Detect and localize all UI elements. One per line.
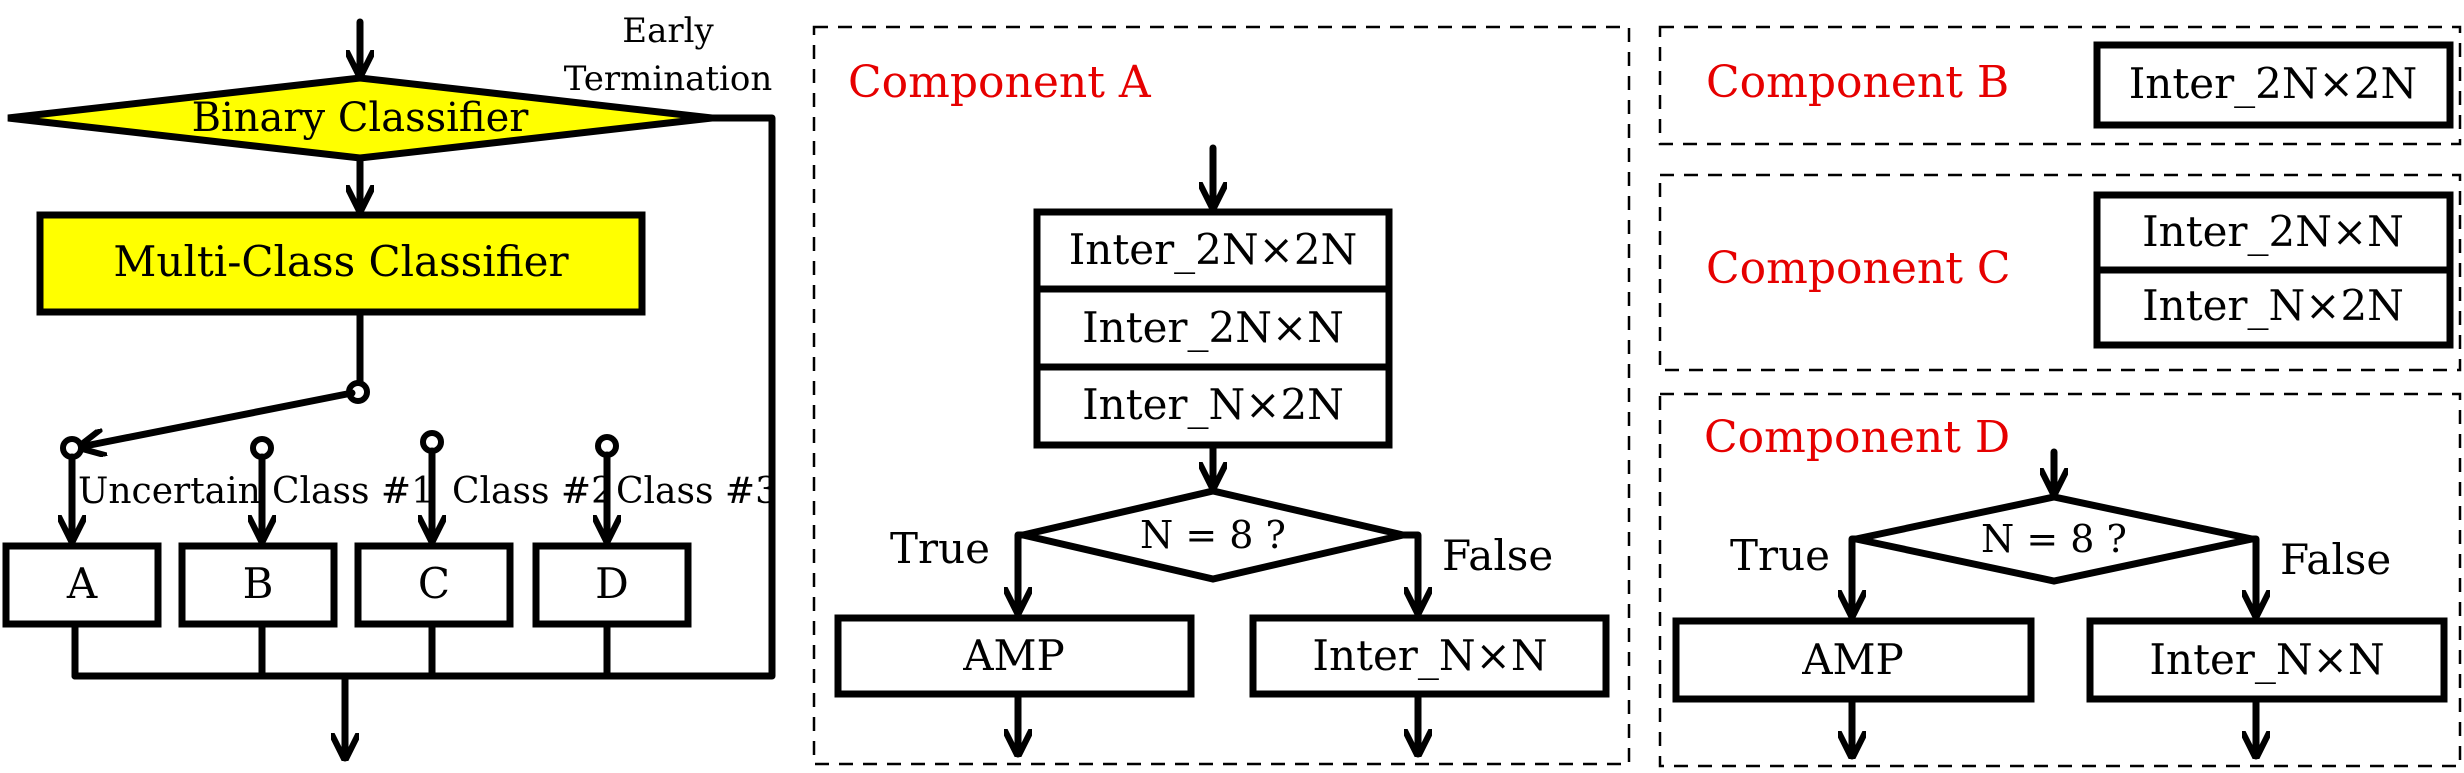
component-a-stack-item-1: Inter_2N×2N	[1069, 225, 1358, 274]
component-d-interNN-box	[2086, 617, 2448, 703]
component-a-stack-item-3: Inter_N×2N	[1082, 380, 1344, 429]
component-d: Component D N = 8 ? True False AMP Inter…	[1658, 392, 2462, 768]
box-c-label: C	[418, 559, 450, 608]
early-termination-line1: Early	[622, 11, 714, 51]
component-d-false-label: False	[2280, 535, 2391, 584]
component-c-stack-item-1: Inter_2N×N	[2142, 207, 2404, 256]
component-d-false-arrow	[2252, 535, 2256, 619]
component-b: Component B Inter_2N×2N	[1658, 25, 2462, 146]
component-b-title: Component B	[1706, 57, 2009, 108]
box-a	[2, 542, 162, 628]
branch-label-uncertain: Uncertain	[78, 471, 261, 512]
component-a-decision-label: N = 8 ?	[1140, 513, 1286, 557]
branch-label-class3: Class #3	[616, 471, 778, 512]
component-d-title: Component D	[1704, 412, 2010, 463]
component-d-decision-label: N = 8 ?	[1981, 517, 2127, 561]
early-termination-path	[71, 114, 776, 680]
box-b-label: B	[243, 559, 274, 608]
branch-label-class1: Class #1	[272, 471, 434, 512]
multi-class-classifier-box	[36, 211, 646, 316]
component-a-amp-label: AMP	[962, 631, 1065, 680]
component-a-stack-item-2: Inter_2N×N	[1082, 303, 1344, 352]
component-a-stack	[1033, 208, 1393, 449]
component-a-interNN-box	[1249, 614, 1610, 698]
box-d-label: D	[595, 559, 629, 608]
component-a-false-arrow	[1399, 531, 1418, 616]
branch-label-class2: Class #2	[452, 471, 614, 512]
component-b-box-label: Inter_2N×2N	[2129, 59, 2418, 108]
left-flow: Binary Classifier Early Termination Mult…	[2, 11, 778, 762]
box-d	[532, 542, 692, 628]
component-c: Component C Inter_2N×N Inter_N×2N	[1658, 173, 2462, 372]
component-c-stack-item-2: Inter_N×2N	[2142, 281, 2404, 330]
component-d-interNN-label: Inter_N×N	[2149, 635, 2384, 684]
component-a-amp-box	[834, 614, 1195, 698]
component-d-amp-box	[1672, 617, 2035, 703]
component-a-true-arrow	[1018, 531, 1023, 616]
component-a-frame	[812, 25, 1631, 766]
early-termination-line2: Termination	[564, 59, 773, 99]
multi-class-classifier-label: Multi-Class Classifier	[113, 237, 569, 286]
component-b-box	[2093, 41, 2454, 129]
component-a-false-label: False	[1442, 531, 1553, 580]
binary-classifier-label: Binary Classifier	[192, 95, 530, 141]
box-b	[178, 542, 338, 628]
component-a-title: Component A	[848, 57, 1152, 108]
component-d-amp-label: AMP	[1801, 635, 1904, 684]
component-a-true-label: True	[890, 524, 990, 573]
box-a-label: A	[66, 559, 98, 608]
component-a-interNN-label: Inter_N×N	[1312, 631, 1547, 680]
component-d-true-arrow	[1852, 535, 1856, 619]
switch-lever	[80, 389, 356, 447]
component-d-true-label: True	[1730, 531, 1830, 580]
component-a: Component A Inter_2N×2N Inter_2N×N Inter…	[812, 25, 1631, 766]
component-c-title: Component C	[1706, 243, 2011, 294]
component-c-frame	[1658, 173, 2462, 372]
component-d-frame	[1658, 392, 2462, 768]
